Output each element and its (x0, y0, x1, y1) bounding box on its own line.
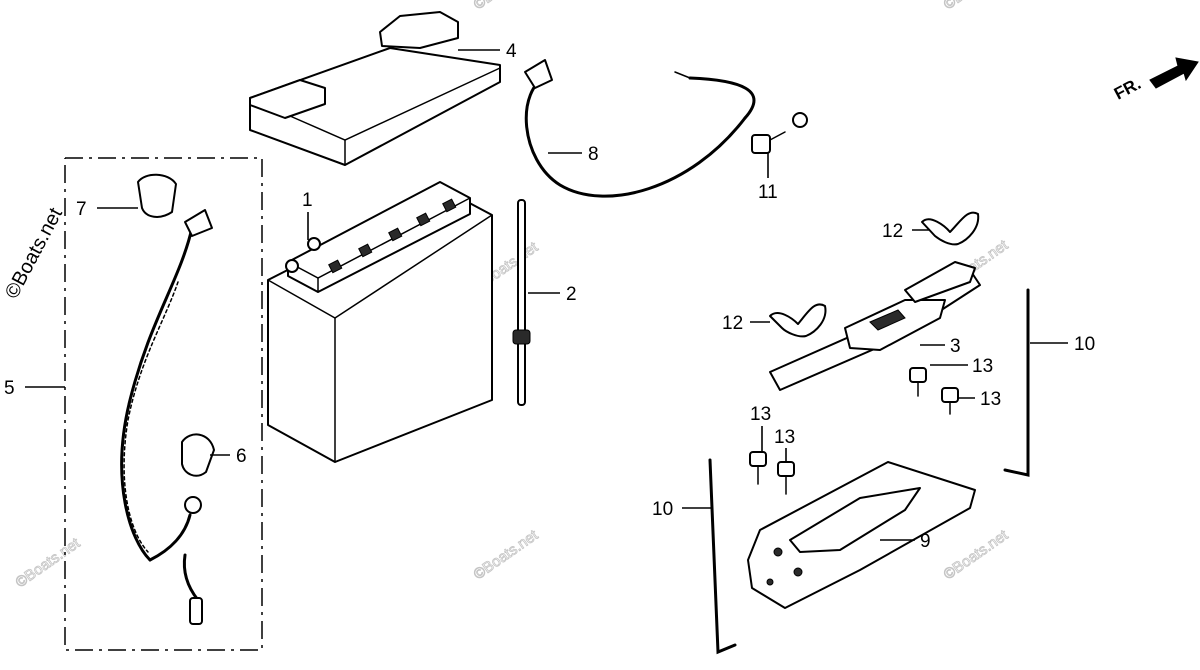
direction-label: FR. (1111, 74, 1144, 104)
callout-4: 4 (506, 41, 517, 62)
callout-13-a: 13 (972, 356, 993, 377)
callout-5: 5 (4, 378, 15, 399)
cable-assembly-boundary (64, 157, 263, 651)
callout-13-c: 13 (750, 404, 771, 425)
callout-1: 1 (302, 190, 313, 211)
watermark-text: ©Boats.net (13, 534, 84, 591)
wing-nut-upper (921, 211, 980, 246)
callout-13-b: 13 (980, 389, 1001, 410)
watermark-text: ©Boats.net (471, 0, 542, 13)
terminal-cover (137, 173, 177, 218)
callout-12-upper: 12 (882, 221, 903, 242)
callout-13-d: 13 (774, 427, 795, 448)
bolt-11 (751, 131, 786, 154)
battery-tray (747, 461, 976, 609)
terminal-boot (181, 433, 215, 477)
callout-2: 2 (566, 284, 577, 305)
watermark-text: ©Boats.net (471, 526, 542, 583)
callout-9: 9 (920, 531, 931, 552)
callout-10-right: 10 (1074, 334, 1095, 355)
positive-cable (120, 209, 213, 625)
front-direction-indicator: FR. (1111, 57, 1199, 104)
hold-down-rod-left (708, 458, 737, 655)
hold-down-rod-right (1003, 288, 1030, 477)
wing-nut-lower (769, 303, 827, 338)
callout-labels: 1 2 3 4 5 6 7 8 9 10 10 11 12 12 13 13 1… (4, 41, 1095, 552)
battery (267, 181, 493, 463)
watermark-text: ©Boats.net (941, 0, 1012, 13)
callout-7: 7 (76, 199, 87, 220)
front-arrow-icon (1149, 57, 1199, 89)
side-watermark: ©Boats.net (1, 204, 67, 302)
breather-tube (512, 199, 531, 406)
callout-11: 11 (758, 182, 778, 203)
callout-3: 3 (950, 336, 961, 357)
battery-cover (249, 11, 501, 166)
callout-10-left: 10 (652, 499, 673, 520)
callout-12-lower: 12 (722, 313, 743, 334)
battery-holder (769, 261, 981, 391)
callout-6: 6 (236, 446, 247, 467)
callout-8: 8 (588, 144, 599, 165)
negative-cable (524, 59, 808, 198)
watermark-text: ©Boats.net (941, 526, 1012, 583)
leader-lines (25, 49, 1068, 541)
